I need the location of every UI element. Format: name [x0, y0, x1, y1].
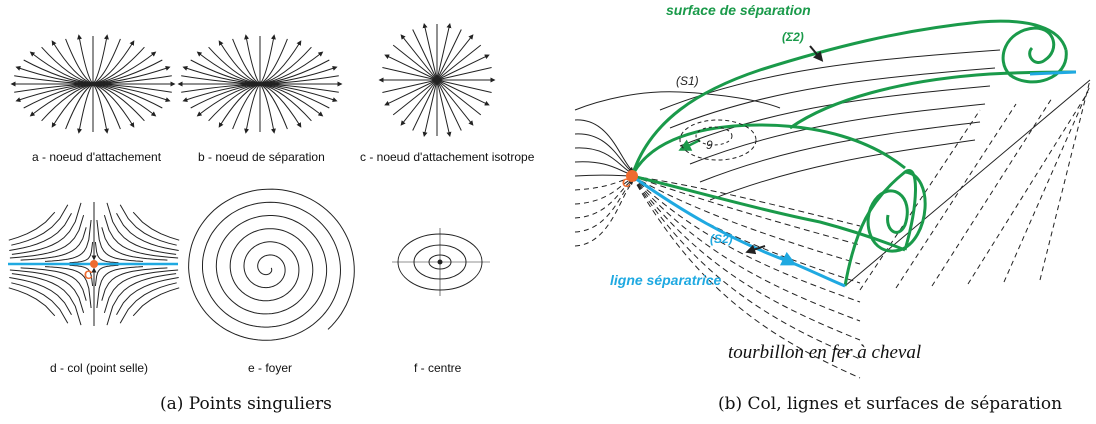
- separation-surface-edge: [843, 169, 917, 287]
- vortex-spiral-front: [866, 170, 927, 253]
- horseshoe-subtitle: tourbillon en fer à cheval: [728, 342, 922, 363]
- focus-label: 9: [706, 138, 713, 152]
- s2-label: (S2): [710, 232, 733, 246]
- separation-surface-upper: [630, 19, 1068, 177]
- caption-b: (b) Col, lignes et surfaces de séparatio…: [718, 394, 1063, 414]
- s1-label: (S1): [676, 74, 699, 88]
- col-label-b: C: [622, 176, 631, 190]
- focus-spiral-diagram: [188, 188, 355, 341]
- label-c: c - noeud d'attachement isotrope: [360, 150, 535, 164]
- label-d: d - col (point selle): [50, 361, 149, 375]
- separatrix-line: [631, 174, 846, 288]
- col-label-a: C: [84, 268, 93, 282]
- saddle-point-diagram: [8, 202, 180, 326]
- centre-diagram: [392, 228, 490, 296]
- separatrix-right: [1029, 70, 1077, 76]
- separation-surface-lower-left: [630, 123, 906, 177]
- caption-a: (a) Points singuliers: [160, 394, 332, 414]
- node-attachment-diagram: [10, 34, 176, 134]
- ligne-label: ligne séparatrice: [610, 272, 722, 288]
- label-f: f - centre: [414, 361, 462, 375]
- separation-surface-mid: [789, 70, 1077, 130]
- label-a: a - noeud d'attachement: [32, 150, 162, 164]
- label-b: b - noeud de séparation: [198, 150, 325, 164]
- col-point-marker: [90, 260, 98, 268]
- isotropic-node-diagram: [378, 22, 496, 138]
- vortex-spiral-top: [1001, 26, 1068, 84]
- horseshoe-vortex-diagram: [574, 19, 1091, 379]
- label-e: e - foyer: [248, 361, 293, 375]
- node-separation-diagram: [177, 34, 343, 134]
- separation-surface-bottom: [631, 174, 906, 252]
- sigma2-label: (Σ2): [782, 30, 804, 44]
- surface-label: surface de séparation: [666, 2, 811, 18]
- col-point-marker-b: [626, 170, 638, 182]
